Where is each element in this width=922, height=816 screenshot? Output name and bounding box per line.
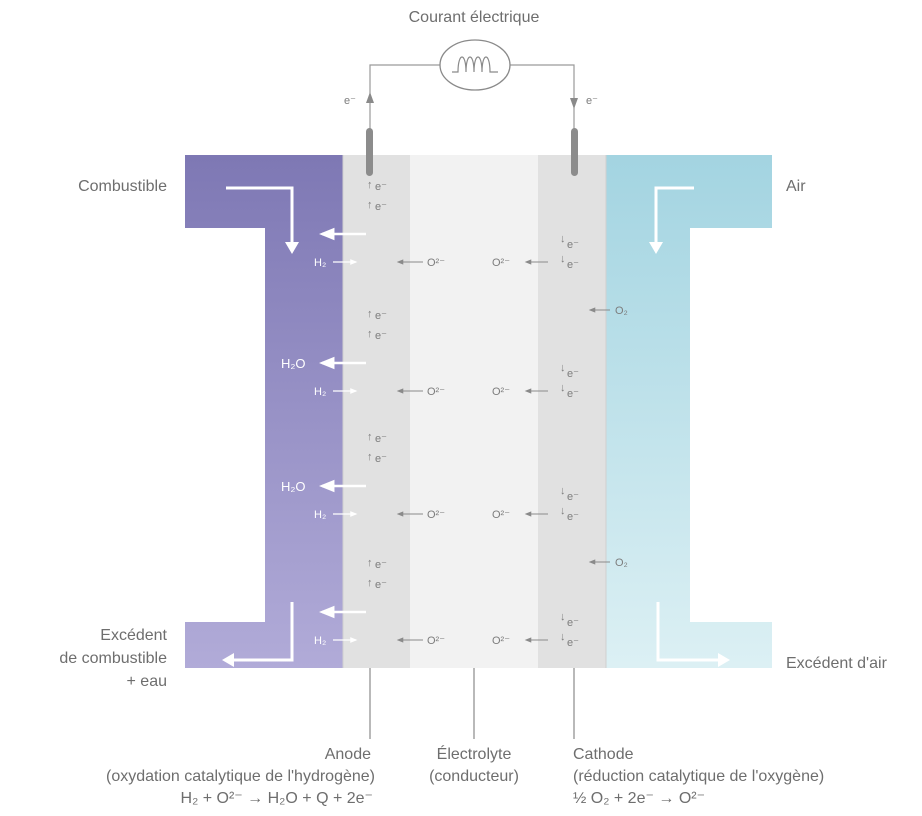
cathode-layer bbox=[538, 155, 606, 668]
fuel-out-label-1: Excédent bbox=[100, 627, 167, 644]
oxygen-label: O₂ bbox=[615, 557, 628, 569]
cathode-electron-down-icon: ↓ bbox=[560, 233, 566, 245]
oxide-label-cathode: O²⁻ bbox=[492, 509, 510, 521]
fuel-channel bbox=[185, 155, 343, 668]
oxide-label-cathode: O²⁻ bbox=[492, 635, 510, 647]
anode-electron-label: e⁻ bbox=[375, 433, 387, 445]
electrolyte-name: Électrolyte bbox=[437, 744, 512, 763]
cathode-electron-label: e⁻ bbox=[567, 368, 579, 380]
hydrogen-label: H₂ bbox=[314, 257, 326, 269]
fuel-in-label: Combustible bbox=[78, 178, 167, 195]
oxide-label-anode: O²⁻ bbox=[427, 257, 445, 269]
electrolyte-desc: (conducteur) bbox=[429, 768, 519, 785]
water-label: H₂O bbox=[281, 479, 306, 494]
anode-electron-label: e⁻ bbox=[375, 579, 387, 591]
cathode-electron-label: e⁻ bbox=[567, 259, 579, 271]
cathode-electron-down-icon: ↓ bbox=[560, 253, 566, 265]
anode-electron-label: e⁻ bbox=[375, 201, 387, 213]
cathode-electrode bbox=[571, 128, 578, 176]
anode-electron-label: e⁻ bbox=[375, 181, 387, 193]
air-channel bbox=[606, 155, 772, 668]
wire-electron-right: e⁻ bbox=[586, 95, 598, 107]
anode-electron-up-icon: ↑ bbox=[367, 451, 373, 463]
cathode-electron-down-icon: ↓ bbox=[560, 611, 566, 623]
anode-electron-up-icon: ↑ bbox=[367, 431, 373, 443]
oxide-label-anode: O²⁻ bbox=[427, 509, 445, 521]
water-label: H₂O bbox=[281, 356, 306, 371]
oxide-label-anode: O²⁻ bbox=[427, 386, 445, 398]
anode-electron-up-icon: ↑ bbox=[367, 557, 373, 569]
cathode-desc: (réduction catalytique de l'oxygène) bbox=[573, 768, 824, 785]
hydrogen-label: H₂ bbox=[314, 386, 326, 398]
anode-electron-up-icon: ↑ bbox=[367, 328, 373, 340]
cathode-electron-label: e⁻ bbox=[567, 239, 579, 251]
anode-electron-up-icon: ↑ bbox=[367, 199, 373, 211]
cathode-electron-label: e⁻ bbox=[567, 637, 579, 649]
anode-layer bbox=[343, 155, 410, 668]
oxide-label-cathode: O²⁻ bbox=[492, 257, 510, 269]
electron-up-arrow bbox=[366, 92, 374, 103]
anode-electron-up-icon: ↑ bbox=[367, 577, 373, 589]
fuel-out-label-2: de combustible bbox=[59, 650, 167, 667]
wire-electron-left: e⁻ bbox=[344, 95, 356, 107]
fuel-out-label-3: + eau bbox=[127, 673, 167, 690]
cathode-electron-down-icon: ↓ bbox=[560, 505, 566, 517]
cathode-electron-label: e⁻ bbox=[567, 511, 579, 523]
anode-electron-label: e⁻ bbox=[375, 310, 387, 322]
oxide-label-anode: O²⁻ bbox=[427, 635, 445, 647]
oxide-label-cathode: O²⁻ bbox=[492, 386, 510, 398]
cathode-electron-label: e⁻ bbox=[567, 617, 579, 629]
lamp-filament-icon bbox=[452, 56, 498, 73]
circuit-wire bbox=[369, 64, 575, 145]
anode-electron-up-icon: ↑ bbox=[367, 308, 373, 320]
cathode-electron-down-icon: ↓ bbox=[560, 631, 566, 643]
electron-down-arrow bbox=[570, 98, 578, 109]
cathode-electron-label: e⁻ bbox=[567, 491, 579, 503]
air-in-label: Air bbox=[786, 178, 806, 195]
hydrogen-label: H₂ bbox=[314, 635, 326, 647]
anode-name: Anode bbox=[325, 746, 371, 763]
electrolyte-layer bbox=[410, 155, 538, 668]
anode-equation: H₂ + O²⁻ → H₂O + Q + 2e⁻ bbox=[181, 790, 373, 807]
anode-desc: (oxydation catalytique de l'hydrogène) bbox=[106, 768, 375, 785]
cathode-electron-down-icon: ↓ bbox=[560, 382, 566, 394]
cathode-name: Cathode bbox=[573, 746, 634, 763]
cathode-electron-down-icon: ↓ bbox=[560, 485, 566, 497]
cathode-electron-down-icon: ↓ bbox=[560, 362, 566, 374]
flow-arrows bbox=[222, 186, 730, 667]
cathode-equation: ½ O₂ + 2e⁻ → O²⁻ bbox=[573, 790, 705, 807]
anode-electron-label: e⁻ bbox=[375, 559, 387, 571]
anode-electron-label: e⁻ bbox=[375, 330, 387, 342]
anode-electron-up-icon: ↑ bbox=[367, 179, 373, 191]
cathode-electron-label: e⁻ bbox=[567, 388, 579, 400]
lamp-icon bbox=[439, 39, 511, 91]
air-out-label: Excédent d'air bbox=[786, 655, 888, 672]
hydrogen-label: H₂ bbox=[314, 509, 326, 521]
anode-electron-label: e⁻ bbox=[375, 453, 387, 465]
oxygen-label: O₂ bbox=[615, 305, 628, 317]
title: Courant électrique bbox=[409, 9, 540, 26]
anode-electrode bbox=[366, 128, 373, 176]
